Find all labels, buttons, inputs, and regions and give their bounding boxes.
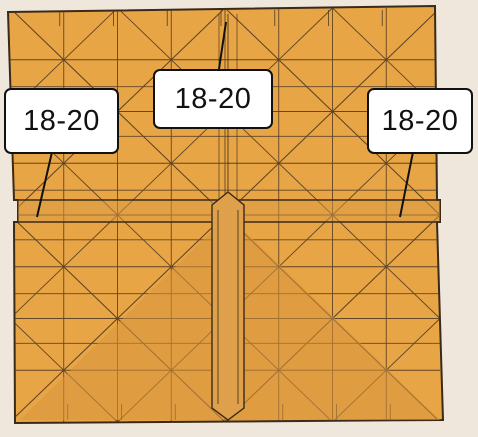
callout-label-center: 18-20	[153, 69, 273, 129]
callout-text-center: 18-20	[175, 85, 252, 114]
callout-label-left: 18-20	[4, 88, 119, 154]
callout-text-left: 18-20	[23, 107, 100, 136]
callout-label-right: 18-20	[367, 88, 473, 154]
callout-text-right: 18-20	[382, 107, 459, 136]
